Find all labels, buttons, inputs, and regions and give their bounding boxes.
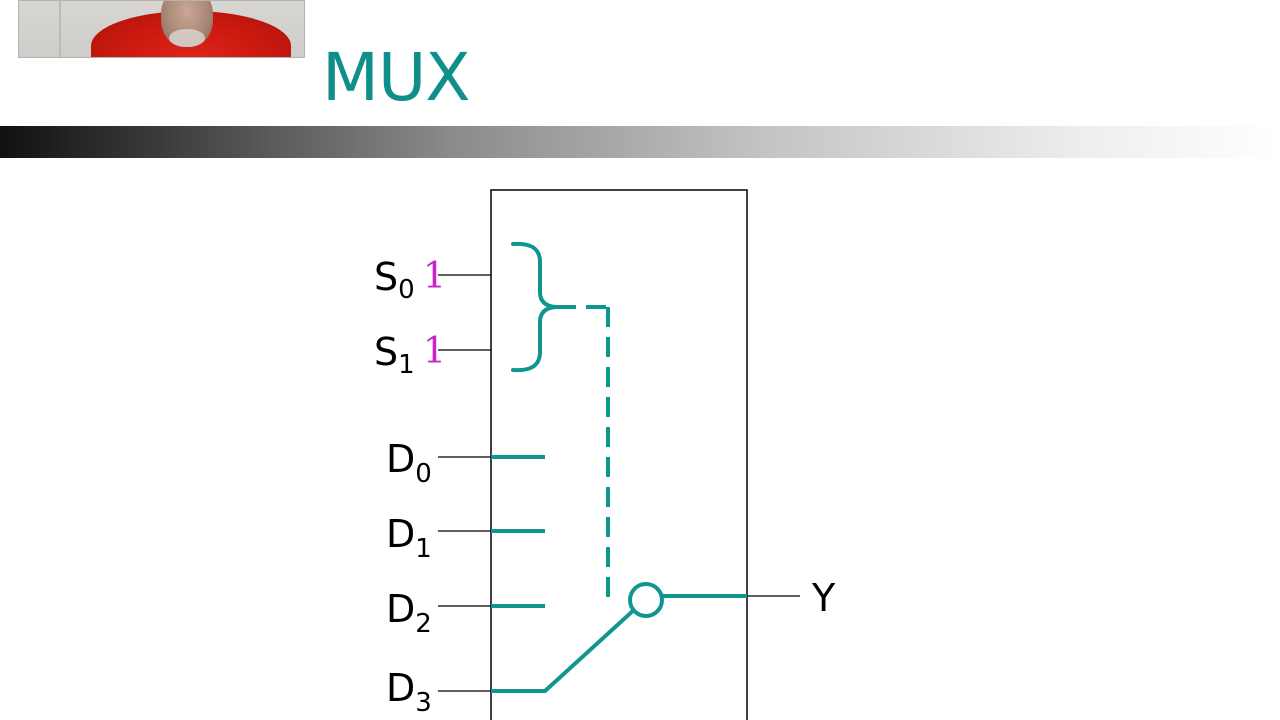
presenter-beard [169, 29, 205, 47]
s0-value: 1 [423, 256, 446, 297]
mux-block [490, 189, 748, 720]
d1-label: D1 [386, 512, 432, 564]
select-brace [511, 241, 557, 373]
s1-label: S1 [374, 330, 415, 380]
s1-value: 1 [423, 331, 446, 372]
d3-label: D3 [386, 666, 432, 718]
d2-label: D2 [386, 587, 432, 639]
output-label: Y [811, 576, 836, 620]
webcam-video [18, 0, 305, 58]
webcam-background [59, 1, 61, 57]
d0-label: D0 [386, 437, 432, 489]
slide-title: MUX [322, 39, 470, 116]
title-divider-bar [0, 126, 1280, 158]
s0-label: S0 [374, 255, 415, 305]
switch-arm [543, 607, 637, 693]
switch-pivot [628, 582, 664, 618]
